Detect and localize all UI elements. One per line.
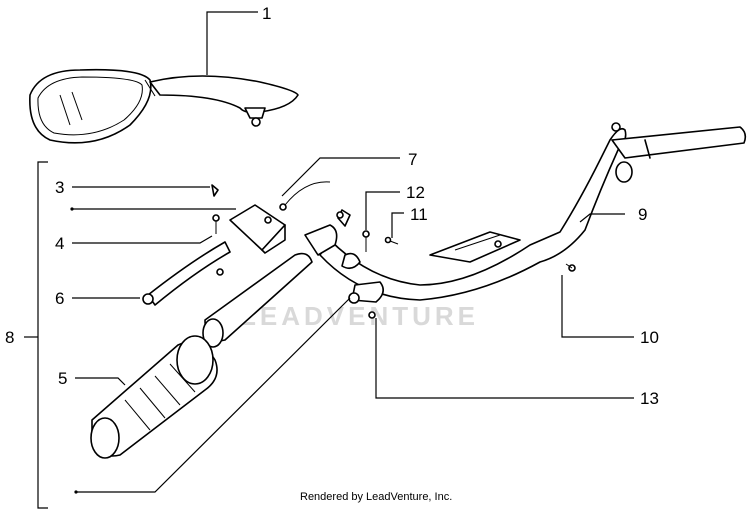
callout-12: 12 [406,183,425,202]
callout-8: 8 [5,328,14,347]
callout-1: 1 [262,4,271,23]
callout-5: 5 [58,369,67,388]
watermark: LEADVENTURE [240,301,479,331]
grip-part [90,335,218,459]
callout-9: 9 [638,205,647,224]
callout-3: 3 [55,178,64,197]
callout-4: 4 [55,234,64,253]
throttle-tube-part [202,224,338,348]
credit-text: Rendered by LeadVenture, Inc. [300,491,452,503]
small-hardware [211,184,576,319]
callout-7: 7 [408,150,417,169]
mirror-part [29,68,299,144]
callout-11: 11 [410,205,428,224]
handlebar-part [319,122,747,301]
callout-6: 6 [55,289,64,308]
bracket-part [229,181,331,254]
callout-13: 13 [640,389,659,408]
lever-part [142,241,231,306]
callout-10: 10 [640,328,659,347]
leader-lines [24,11,634,509]
